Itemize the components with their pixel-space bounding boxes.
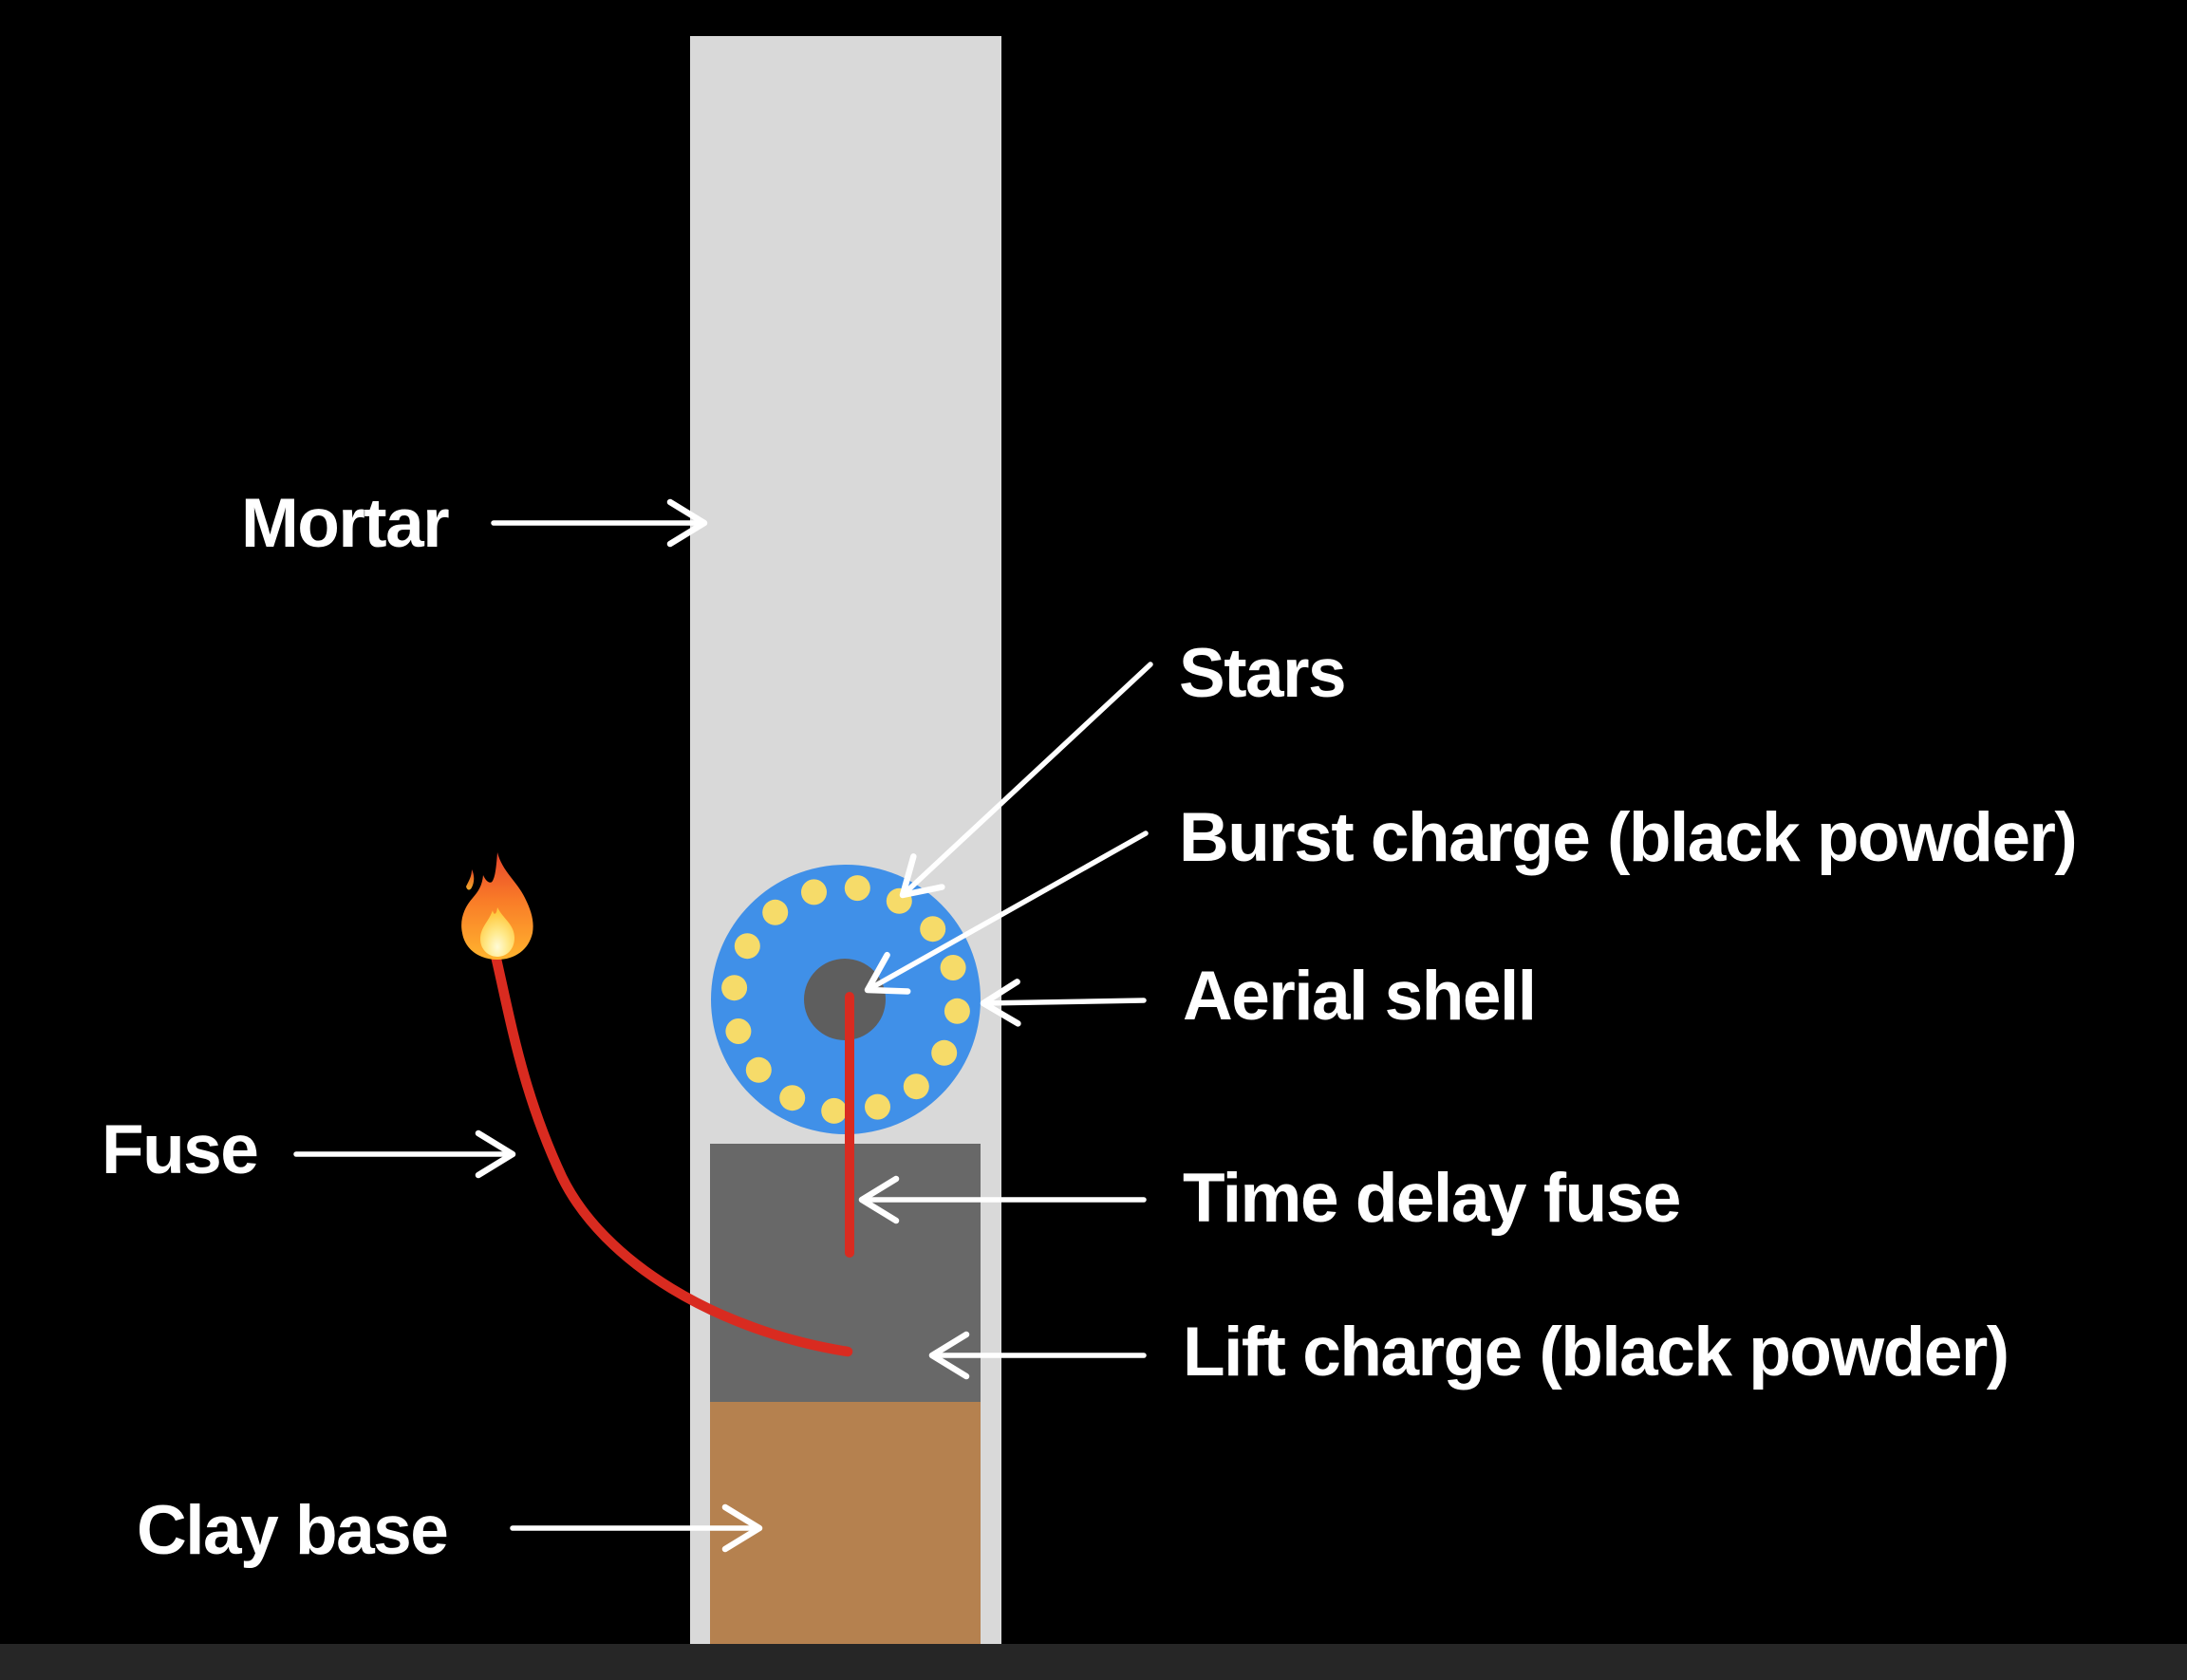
star-pellet [931,1039,958,1066]
aerial-arrow [980,979,1147,1027]
label-mortar: Mortar [241,485,450,562]
label-burst-charge: Burst charge (black powder) [1179,799,2078,876]
star-pellet [920,916,946,943]
star-pellet [745,1056,772,1083]
leader-arrows [293,498,1153,1553]
star-pellet [940,955,966,980]
label-lift-charge: Lift charge (black powder) [1183,1314,2009,1391]
stars-ring [721,875,970,1124]
star-pellet [721,975,748,1001]
star-pellet [865,1093,890,1120]
star-pellet [903,1073,929,1100]
label-aerial-shell: Aerial shell [1183,958,1537,1035]
star-pellet [762,899,789,925]
star-pellet [779,1085,806,1111]
star-pellet [801,879,827,905]
star-pellet [821,1097,848,1124]
label-time-delay-fuse: Time delay fuse [1183,1160,1681,1237]
burst-arrow [864,831,1149,995]
star-pellet [944,998,970,1024]
fuse-line [489,945,853,1357]
label-stars: Stars [1179,635,1347,712]
star-pellet [734,933,760,960]
floor-strip [0,1644,2187,1680]
flame-icon [461,852,533,960]
label-clay-base: Clay base [137,1492,449,1569]
star-pellet [725,1018,752,1044]
star-pellet [844,875,870,902]
stars-arrow [899,662,1153,899]
label-fuse: Fuse [102,1111,259,1188]
